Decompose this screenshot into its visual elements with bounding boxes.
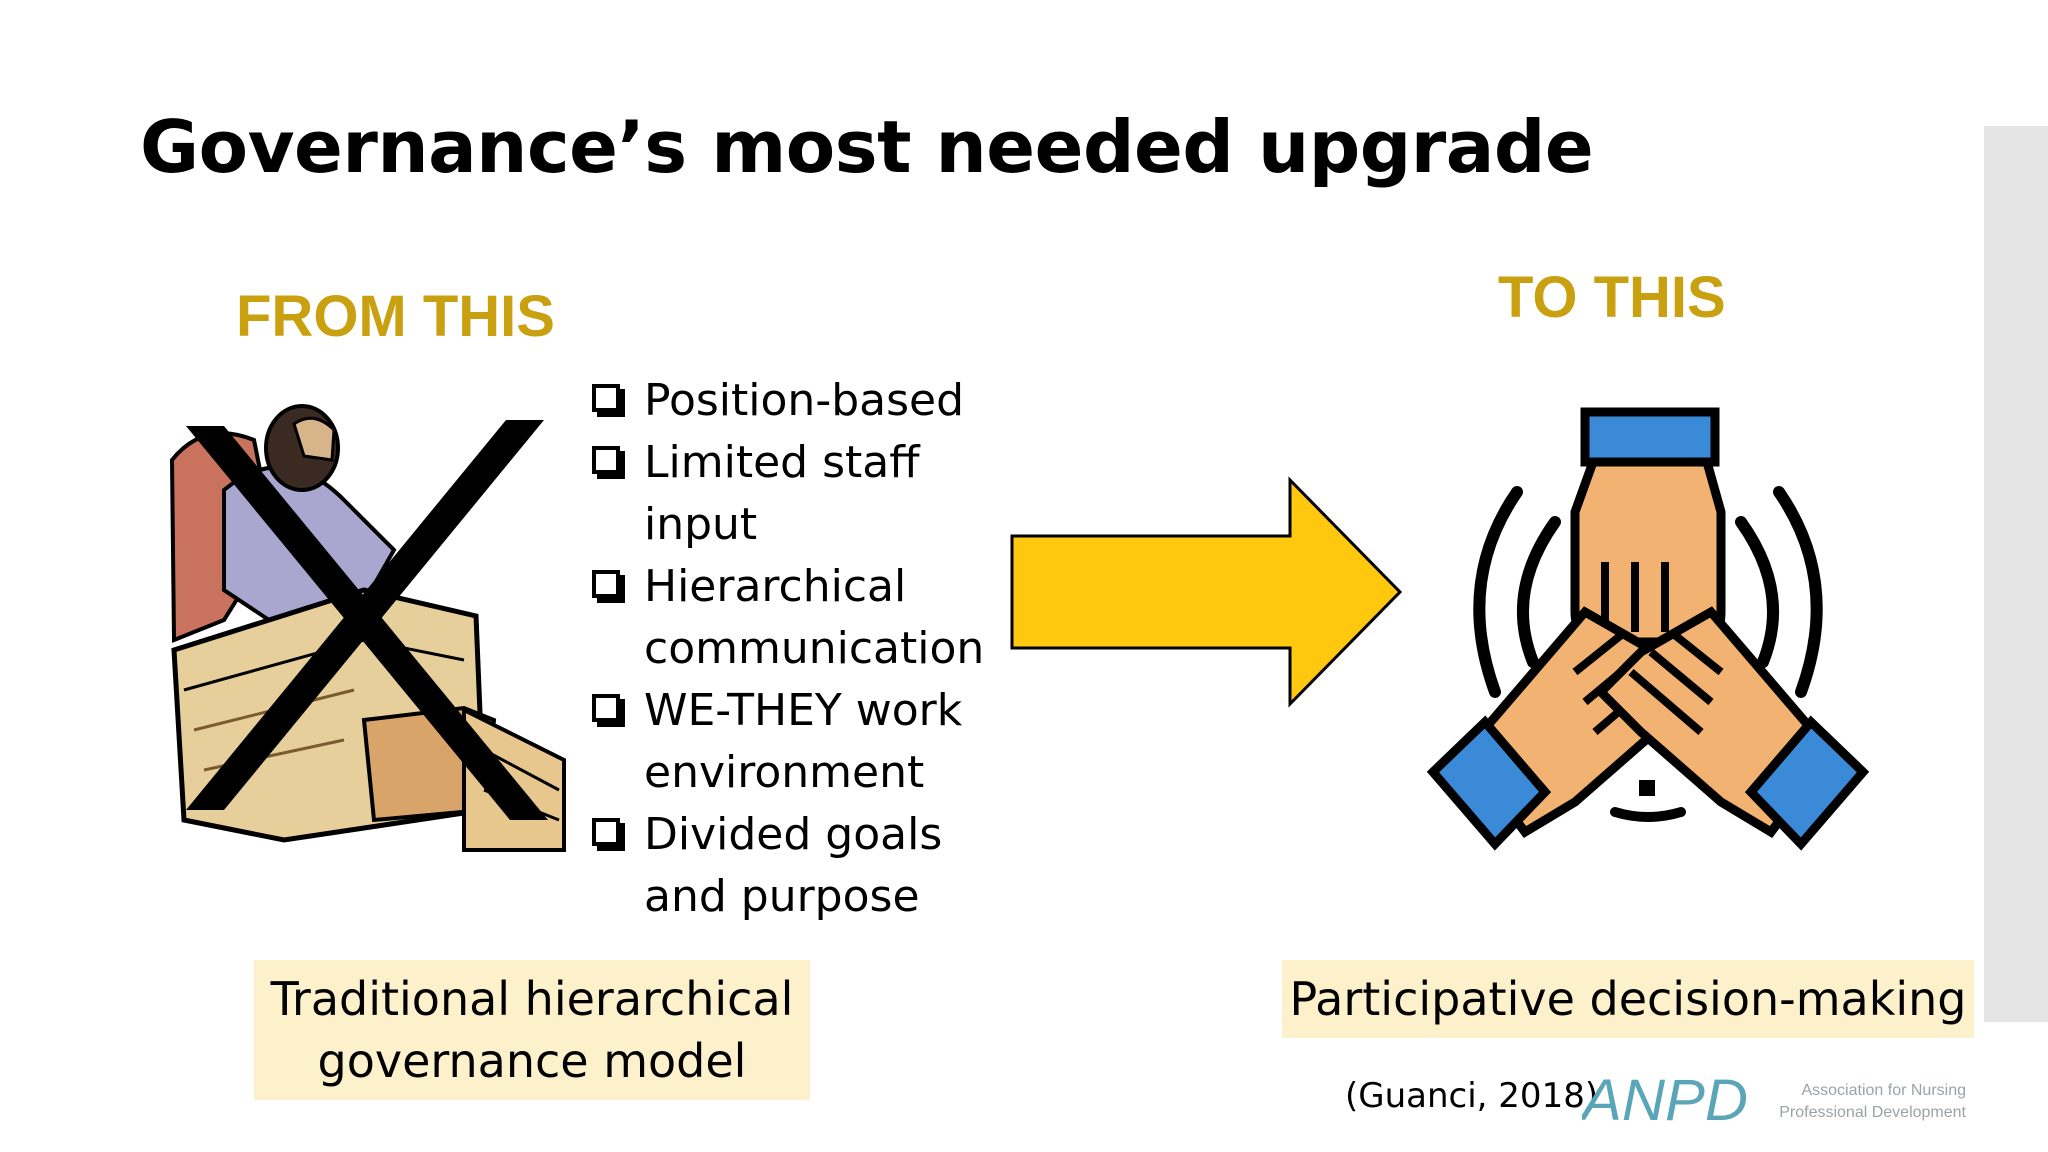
traditional-model-caption: Traditional hierarchical governance mode… — [254, 960, 810, 1100]
bullet-text-continued: environment — [644, 747, 925, 798]
logo-subtitle: Association for Nursing Professional Dev… — [1760, 1080, 1966, 1124]
bullet-text: Position-based — [644, 375, 965, 426]
checkbox-icon — [592, 384, 620, 412]
citation: (Guanci, 2018) — [1345, 1076, 1599, 1116]
slide-edge-bar — [1984, 126, 2048, 1022]
logo-subtitle-line: Professional Development — [1779, 1104, 1966, 1121]
bullet-text-continued: and purpose — [644, 871, 920, 922]
checkbox-icon — [592, 818, 620, 846]
bullet-item: Position-based — [590, 370, 990, 432]
caption-line: governance model — [317, 1034, 747, 1088]
bullet-item: Hierarchical communication — [590, 556, 990, 680]
bullet-text: Limited staff — [644, 437, 920, 488]
from-this-label: FROM THIS — [236, 284, 555, 349]
caption-line: Traditional hierarchical — [270, 972, 794, 1026]
slide-title: Governance’s most needed upgrade — [140, 105, 1594, 189]
bullet-text: WE-THEY work — [644, 685, 963, 736]
logo-subtitle-line: Association for Nursing — [1801, 1082, 1966, 1099]
participative-caption: Participative decision-making — [1282, 960, 1974, 1038]
right-arrow-icon — [1010, 476, 1403, 708]
bullet-item: Divided goals and purpose — [590, 804, 990, 928]
checkbox-icon — [592, 694, 620, 722]
bullet-text: Hierarchical — [644, 561, 907, 612]
bullet-item: Limited staff input — [590, 432, 990, 556]
bullet-item: WE-THEY work environment — [590, 680, 990, 804]
crossed-out-desk-worker-image — [164, 390, 566, 854]
from-bullet-list: Position-based Limited staff input Hiera… — [590, 370, 990, 928]
checkbox-icon — [592, 570, 620, 598]
anpd-logo-icon: ANPD — [1582, 1070, 1748, 1128]
checkbox-icon — [592, 446, 620, 474]
bullet-text-continued: communication — [644, 623, 985, 674]
stacked-hands-teamwork-icon — [1425, 392, 1871, 872]
svg-text:ANPD: ANPD — [1582, 1070, 1748, 1128]
bullet-text-continued: input — [644, 499, 758, 550]
to-this-label: TO THIS — [1498, 265, 1726, 330]
bullet-text: Divided goals — [644, 809, 943, 860]
